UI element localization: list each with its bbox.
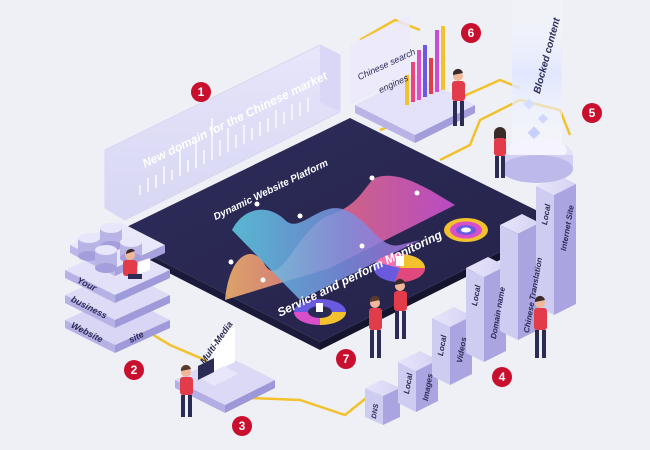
person-right bbox=[534, 295, 547, 358]
blocked-content-beam bbox=[501, 0, 573, 183]
marker-2: 2 bbox=[124, 360, 144, 380]
person-multimedia bbox=[180, 364, 193, 417]
person-search bbox=[452, 68, 465, 126]
people-pair bbox=[369, 278, 407, 358]
marker-3: 3 bbox=[232, 416, 252, 436]
marker-7: 7 bbox=[336, 349, 356, 369]
donut-chart-bottom bbox=[294, 299, 346, 325]
pie-chart-middle bbox=[373, 253, 426, 283]
person-woman bbox=[494, 127, 506, 178]
column-translation bbox=[500, 214, 540, 340]
marker-1: 1 bbox=[191, 82, 211, 102]
column-internet-site bbox=[536, 175, 576, 315]
search-engine-bars bbox=[405, 26, 445, 105]
person-laptop bbox=[123, 249, 150, 279]
marker-4: 4 bbox=[492, 367, 512, 387]
marker-5: 5 bbox=[582, 103, 602, 123]
multimedia-platform bbox=[175, 327, 275, 413]
donut-chart-top bbox=[444, 218, 488, 242]
dns-block bbox=[365, 380, 400, 425]
marker-6: 6 bbox=[461, 23, 481, 43]
wall-bars bbox=[139, 98, 309, 195]
wave-chart bbox=[225, 175, 455, 300]
